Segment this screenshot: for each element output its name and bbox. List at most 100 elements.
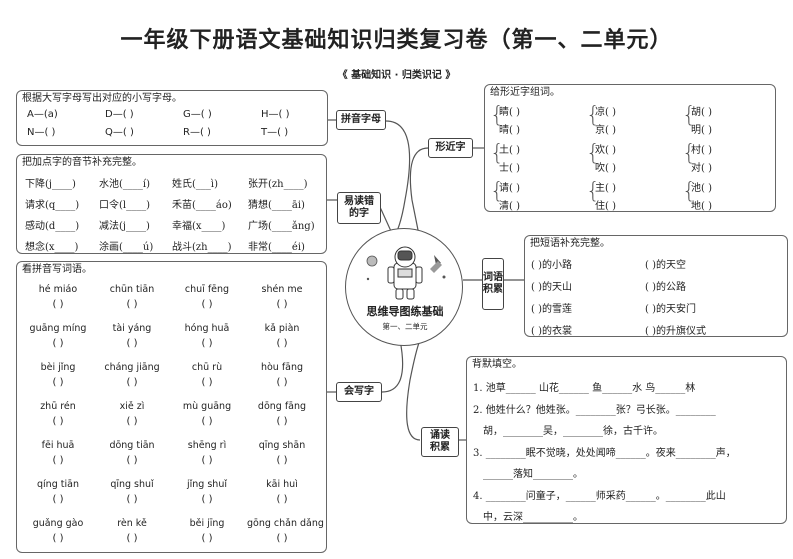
answer-blank: ( ) (201, 455, 213, 466)
syllable-item: 禾苗(____áo) (172, 200, 232, 211)
answer-blank: ( ) (276, 494, 288, 505)
phrase-item: ( )的天山 (531, 282, 572, 293)
section-title: 看拼音写词语。 (22, 264, 92, 275)
letter-item: H—( ) (261, 109, 290, 120)
answer-blank: ( ) (201, 338, 213, 349)
similar-char-item: 村( ) (691, 145, 712, 156)
answer-blank: ( ) (276, 338, 288, 349)
syllable-item: 减法(j____) (99, 221, 150, 232)
pinyin-text: kǎ piàn (264, 323, 300, 334)
syllable-item: 水池(____í) (99, 179, 151, 190)
answer-blank: ( ) (52, 377, 64, 388)
brace-mark: { (682, 179, 696, 204)
brace-mark: { (490, 103, 504, 128)
pinyin-text: chū rù (191, 362, 223, 373)
syllable-item: 感动(d____) (25, 221, 80, 232)
similar-char-item: 士( ) (499, 163, 520, 174)
brace-mark: { (682, 103, 696, 128)
recite-line: 1. 池草______ 山花______ 鱼______水 鸟______林 (473, 383, 696, 394)
hub-subtitle: 第一、二单元 (382, 322, 428, 331)
syllable-item: 广场(____ǎng) (248, 221, 315, 232)
answer-blank: ( ) (52, 533, 64, 544)
recite-line: 4. ________问童子，______师采药______。________此… (473, 491, 726, 502)
answer-blank: ( ) (201, 533, 213, 544)
brace-mark: { (586, 141, 600, 166)
answer-blank: ( ) (126, 299, 138, 310)
answer-blank: ( ) (126, 338, 138, 349)
syllable-item: 战斗(zh____) (172, 242, 232, 253)
tag-easy-misread: 易读错的字 (337, 192, 381, 224)
syllable-item: 非常(____éi) (248, 242, 305, 253)
similar-char-item: 池( ) (691, 183, 712, 194)
section-title: 把加点字的音节补充完整。 (22, 157, 142, 168)
syllable-item: 张开(zh____) (248, 179, 308, 190)
letter-item: D—( ) (105, 109, 134, 120)
syllable-item: 想念(x____) (25, 242, 79, 253)
section-title: 给形近字组词。 (490, 87, 560, 98)
phrase-item: ( )的小路 (531, 260, 572, 271)
phrase-item: ( )的天安门 (645, 304, 696, 315)
recite-line: 胡，________吴，________徐，古千许。 (483, 426, 663, 437)
similar-char-item: 明( ) (691, 125, 712, 136)
letter-item: G—( ) (183, 109, 212, 120)
pinyin-text: bèi jǐng (40, 362, 76, 373)
pinyin-text: qíng tiān (37, 479, 79, 490)
section-title: 把短语补充完整。 (530, 238, 610, 249)
similar-char-item: 请( ) (499, 183, 520, 194)
answer-blank: ( ) (52, 455, 64, 466)
syllable-item: 涂画(____ú) (99, 242, 154, 253)
pinyin-text: běi jīng (189, 518, 225, 529)
similar-char-item: 对( ) (691, 163, 712, 174)
phrase-item: ( )的公路 (645, 282, 686, 293)
pinyin-text: chūn tiān (109, 284, 155, 295)
section-title: 根据大写字母写出对应的小写字母。 (22, 93, 182, 104)
answer-blank: ( ) (201, 377, 213, 388)
pinyin-text: chuī fēng (184, 284, 230, 295)
answer-blank: ( ) (126, 377, 138, 388)
answer-blank: ( ) (201, 299, 213, 310)
pinyin-text: guǎng gào (32, 518, 84, 529)
astronaut-icon (366, 246, 446, 300)
section-title: 背默填空。 (472, 359, 522, 370)
letter-item: T—( ) (261, 127, 289, 138)
pinyin-text: hóng huā (184, 323, 230, 334)
recite-line: 3. ________眠不觉晓，处处闻啼______。夜来________声， (473, 448, 736, 459)
pinyin-text: xiě zì (119, 401, 145, 412)
pinyin-text: zhū rén (40, 401, 76, 412)
page-title: 一年级下册语文基础知识归类复习卷（第一、二单元） (120, 28, 673, 53)
pinyin-text: cháng jiāng (104, 362, 160, 373)
answer-blank: ( ) (276, 455, 288, 466)
tag-vocabulary: 词语积累 (482, 258, 504, 310)
pinyin-text: mù guāng (182, 401, 232, 412)
syllable-item: 口令(l____) (99, 200, 151, 211)
pinyin-text: jǐng shuǐ (187, 479, 227, 490)
pinyin-text: qīng shān (258, 440, 306, 451)
answer-blank: ( ) (276, 299, 288, 310)
page-subtitle: 《 基础知识 · 归类识记 》 (337, 70, 456, 81)
similar-char-item: 住( ) (595, 201, 616, 212)
pinyin-text: qīng shuǐ (110, 479, 154, 490)
similar-char-item: 地( ) (691, 201, 712, 212)
pinyin-text: shén me (261, 284, 303, 295)
pinyin-text: tài yáng (112, 323, 152, 334)
recite-line: 中，云深__________。 (483, 512, 583, 523)
answer-blank: ( ) (126, 533, 138, 544)
pinyin-text: hé miáo (38, 284, 78, 295)
answer-blank: ( ) (201, 494, 213, 505)
tag-can-write: 会写字 (336, 382, 382, 402)
answer-blank: ( ) (276, 416, 288, 427)
similar-char-item: 吹( ) (595, 163, 616, 174)
pinyin-words-box: 看拼音写词语。 hé miáo ( ) chūn tiān ( ) chuī fēng (… (16, 261, 327, 553)
letter-item: A—(a) (27, 109, 58, 120)
pinyin-text: hòu fāng (260, 362, 304, 373)
tag-similar-chars: 形近字 (428, 138, 473, 158)
phrase-item: ( )的天空 (645, 260, 686, 271)
similar-char-item: 土( ) (499, 145, 520, 156)
pinyin-text: guāng míng (29, 323, 87, 334)
similar-char-item: 京( ) (595, 125, 616, 136)
similar-char-item: 睛( ) (499, 107, 520, 118)
letter-item: Q—( ) (105, 127, 134, 138)
answer-blank: ( ) (52, 338, 64, 349)
tag-recite: 诵读积累 (421, 427, 459, 457)
brace-mark: { (490, 179, 504, 204)
